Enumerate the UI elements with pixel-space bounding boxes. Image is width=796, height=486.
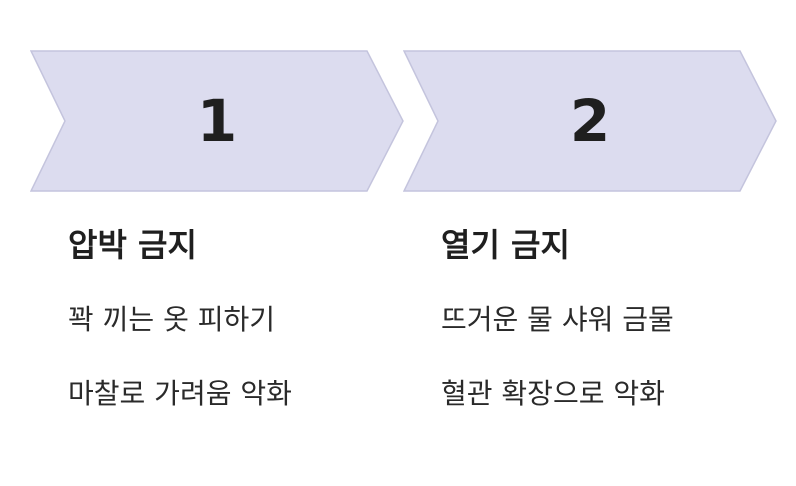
step-1-item-1: 꽉 끼는 옷 피하기 [68,303,276,336]
step-1: 1 압박 금지 꽉 끼는 옷 피하기 마찰로 가려움 악화 [30,0,410,486]
step-1-chevron-shape [30,50,404,192]
step-2-chevron-shape [403,50,777,192]
step-2: 2 열기 금지 뜨거운 물 샤워 금물 혈관 확장으로 악화 [403,0,783,486]
step-1-number: 1 [196,87,238,155]
step-1-item-2: 마찰로 가려움 악화 [68,377,292,410]
step-2-item-2: 혈관 확장으로 악화 [441,377,665,410]
step-2-item-1: 뜨거운 물 샤워 금물 [441,303,674,336]
step-2-number: 2 [569,87,611,155]
step-2-title: 열기 금지 [441,226,570,264]
step-1-title: 압박 금지 [68,226,197,264]
